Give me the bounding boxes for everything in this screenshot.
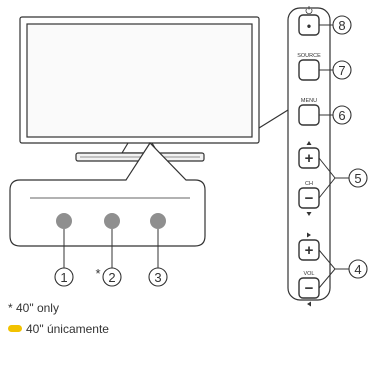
- panel-button-symbol: •: [307, 19, 311, 33]
- panel-button-symbol: −: [305, 190, 314, 207]
- arrow-right-icon: [307, 232, 311, 238]
- panel-button-3[interactable]: MENU: [298, 98, 320, 126]
- panel-button-label: CH: [305, 181, 313, 187]
- callout-volume: 4: [318, 249, 368, 289]
- panel-button-5[interactable]: − CH: [298, 181, 320, 216]
- footnote-spanish-text: 40" únicamente: [26, 322, 109, 336]
- panel-button-label: SOURCE: [297, 53, 321, 59]
- sensor-2: 2*: [95, 213, 122, 287]
- panel-button-body[interactable]: [298, 59, 320, 81]
- panel-button-label: MENU: [301, 98, 317, 104]
- callout-7: 7: [319, 60, 352, 80]
- tv-illustration: [19, 16, 260, 162]
- callout-number: 5: [354, 171, 361, 186]
- panel-button-body[interactable]: [298, 104, 320, 126]
- panel-button-symbol: +: [305, 242, 314, 259]
- tv-bezel: [19, 16, 260, 144]
- spanish-marker-icon: [8, 325, 22, 332]
- arrow-up-icon: [306, 141, 312, 145]
- callout-number: 4: [354, 262, 361, 277]
- panel-button-group: • SOURCE MENU + − CH + − VOL: [297, 6, 321, 307]
- callout-6: 6: [319, 105, 352, 125]
- arrow-left-icon: [307, 301, 311, 307]
- sensor-3: 3: [148, 213, 168, 287]
- panel-button-2[interactable]: SOURCE: [297, 53, 321, 81]
- sensor-1: 1: [54, 213, 74, 287]
- panel-button-symbol: −: [305, 280, 314, 297]
- callout-group: 8 7 6 5 4: [318, 15, 368, 289]
- sensor-dot: [56, 213, 72, 229]
- sensor-dot: [104, 213, 120, 229]
- callout-number: 6: [338, 108, 345, 123]
- panel-button-symbol: +: [305, 150, 314, 167]
- tv-screen: [26, 23, 253, 138]
- sensor-callout-number: 3: [154, 270, 161, 285]
- callout-number: 7: [338, 63, 345, 78]
- sensor-footnote-mark: *: [95, 266, 100, 281]
- sensor-dot: [150, 213, 166, 229]
- sensor-callout-number: 2: [108, 270, 115, 285]
- sensor-callout-number: 1: [60, 270, 67, 285]
- panel-button-label: VOL: [303, 271, 314, 277]
- power-icon: [305, 6, 313, 14]
- callout-8: 8: [319, 15, 352, 35]
- footnote-english-text: * 40" only: [8, 301, 59, 315]
- callout-channel: 5: [318, 157, 368, 199]
- footnote-spanish: 40" únicamente: [8, 322, 109, 336]
- footnote-english: * 40" only: [8, 301, 59, 315]
- panel-leader-line: [258, 109, 289, 129]
- callout-number: 8: [338, 18, 345, 33]
- panel-button-1[interactable]: •: [298, 6, 320, 36]
- arrow-down-icon: [306, 212, 312, 216]
